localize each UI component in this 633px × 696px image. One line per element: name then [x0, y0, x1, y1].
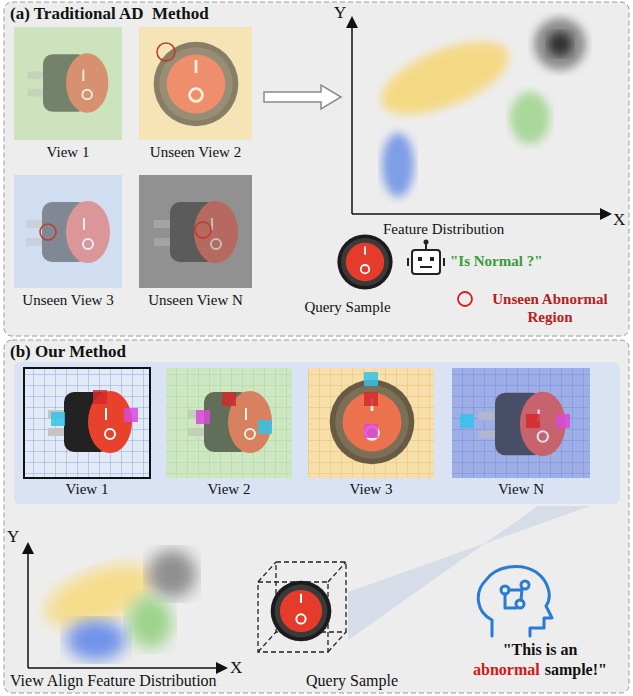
panel-title: (b) Our Method	[10, 343, 126, 361]
axis-label: Y	[334, 4, 346, 22]
callout-text: Unseen Abnormal Region	[474, 290, 626, 326]
axis-label: X	[230, 659, 242, 677]
panel: (a) Traditional AD MethodView 1 Unseen Vi…	[4, 2, 629, 336]
caption-label: Unseen View 3	[22, 291, 113, 309]
caption-label: View N	[498, 480, 544, 498]
speech-word: abnormal	[473, 661, 540, 678]
caption-label: Query Sample	[306, 672, 398, 690]
caption-label: View 3	[350, 480, 393, 498]
callout-text: "Is Normal ?"	[450, 252, 542, 270]
caption-label: View Align Feature Distribution	[10, 672, 217, 690]
view-tile: View 1	[24, 368, 150, 500]
caption-label: View 1	[47, 143, 90, 161]
feature-chart: View Align Feature Distribution	[4, 530, 304, 692]
view-tile: Unseen View N	[139, 175, 252, 311]
view-tile: View 2	[166, 368, 292, 500]
view-tile: Unseen View 3	[14, 175, 122, 311]
speech-line: abnormal sample!"	[452, 660, 628, 680]
speech-word: "This is an	[503, 641, 578, 658]
speech-word: sample!"	[545, 661, 607, 678]
axis-label: X	[613, 211, 625, 229]
hollow-arrow	[264, 85, 341, 109]
axis-label: Y	[7, 528, 19, 546]
feature-chart: Feature Distribution	[345, 8, 615, 240]
speech-line: "This is an	[452, 640, 628, 660]
caption-label: Query Sample	[304, 298, 390, 316]
query-sample: Query Sample	[290, 228, 405, 318]
view-tile: View 3	[308, 368, 434, 500]
panel-title: (a) Traditional AD Method	[10, 5, 209, 23]
view-tile: View N	[452, 368, 590, 500]
query-sample: Query Sample	[252, 555, 424, 692]
panel: (b) Our MethodView 1 View 2 View 3 View N Vi…	[4, 340, 629, 693]
caption-label: View 1	[66, 480, 109, 498]
view-tile: Unseen View 2	[139, 27, 252, 163]
view-tile: View 1	[14, 27, 122, 163]
caption-label: Feature Distribution	[383, 220, 504, 238]
caption-label: View 2	[208, 480, 251, 498]
speech-text: "This is an abnormal sample!"	[452, 640, 628, 680]
caption-label: Unseen View N	[148, 291, 243, 309]
caption-label: Unseen View 2	[150, 143, 241, 161]
